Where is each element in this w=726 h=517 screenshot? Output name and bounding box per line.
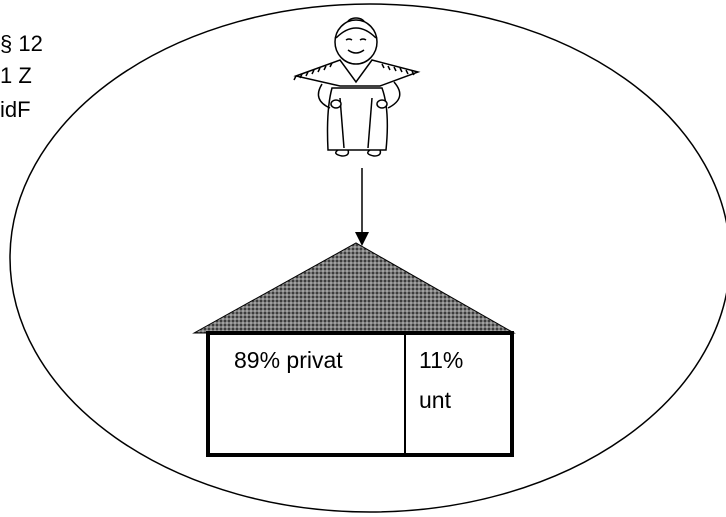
woman-figure-icon: [293, 17, 421, 157]
private-share-label: 89% privat: [234, 347, 343, 373]
side-label-idf: idF: [0, 97, 31, 122]
arrow-head: [355, 232, 369, 246]
side-label-line: 1 Z: [0, 63, 32, 88]
house-roof: [192, 242, 516, 334]
outer-ellipse: [9, 3, 726, 513]
side-label-paragraph: § 12: [0, 31, 43, 56]
business-share-label: unt: [419, 387, 452, 413]
business-share-percent: 11%: [419, 347, 463, 373]
house-body: [206, 331, 514, 457]
